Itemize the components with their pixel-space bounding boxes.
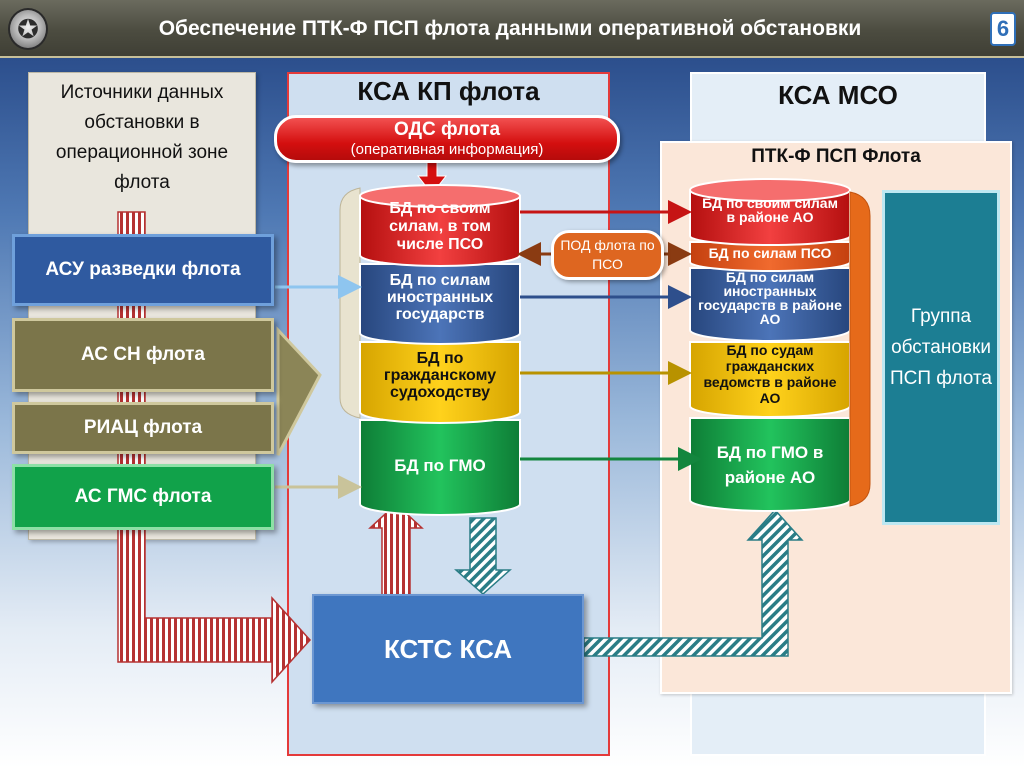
sources-title: Источники данных обстановки в операционн… — [55, 82, 229, 193]
mso-db-bracket — [849, 191, 871, 507]
kp-db-gmo[interactable]: БД по ГМО — [394, 456, 486, 475]
mso-db-own-forces[interactable]: БД по своим силам в районе АО — [702, 195, 838, 225]
source-as-sn[interactable]: АС СН флота — [12, 318, 274, 392]
source-as-gms[interactable]: АС ГМС флота — [12, 464, 274, 530]
kstc-to-kp-db-arrow — [368, 502, 424, 597]
header-bar — [0, 0, 1024, 58]
ods-name: ОДС флота — [393, 119, 501, 140]
mso-db-foreign-forces[interactable]: БД по силам иностранных государств в рай… — [698, 269, 842, 327]
kp-db-stack — [359, 184, 521, 516]
ods-subtitle: (оперативная информация) — [350, 141, 544, 158]
mso-db-civil-vessels[interactable]: БД по судам гражданских ведомств в район… — [703, 342, 837, 406]
ptk-title: ПТК-Ф ПСП Флота — [751, 146, 921, 167]
pod-block[interactable]: ПОД флота по ПСО — [551, 230, 664, 280]
kstc-to-mso-db-arrow — [583, 508, 804, 657]
situation-group-block[interactable]: Группа обстановки ПСП флота — [882, 190, 1000, 525]
ksa-kp-title: КСА КП флота — [357, 76, 540, 106]
kstc-block[interactable]: КСТС КСА — [312, 594, 584, 704]
kp-db-bracket — [339, 187, 361, 419]
page-title: Обеспечение ПТК-Ф ПСП флота данными опер… — [158, 17, 862, 40]
kp-db-own-forces[interactable]: БД по своим силам, в том числе ПСО — [389, 200, 491, 253]
source-asu-razvedki[interactable]: АСУ разведки флота — [12, 234, 274, 306]
ksa-mso-title: КСА МСО — [778, 80, 898, 110]
kp-db-to-kstc-arrow — [454, 517, 512, 596]
source-riac[interactable]: РИАЦ флота — [12, 402, 274, 454]
ods-block[interactable]: ОДС флота (оперативная информация) — [274, 115, 620, 163]
sources-chevron — [276, 326, 322, 456]
emblem-icon: ✪ — [8, 8, 48, 50]
page-number-badge: 6 — [990, 12, 1016, 46]
kp-db-foreign-forces[interactable]: БД по силам иностранных государств — [386, 272, 494, 323]
mso-db-gmo[interactable]: БД по ГМО в районе АО — [716, 443, 824, 487]
kp-db-civil-shipping[interactable]: БД по гражданскому судоходству — [383, 350, 497, 401]
mso-db-stack — [689, 178, 851, 512]
mso-db-pso-forces[interactable]: БД по силам ПСО — [708, 245, 832, 261]
